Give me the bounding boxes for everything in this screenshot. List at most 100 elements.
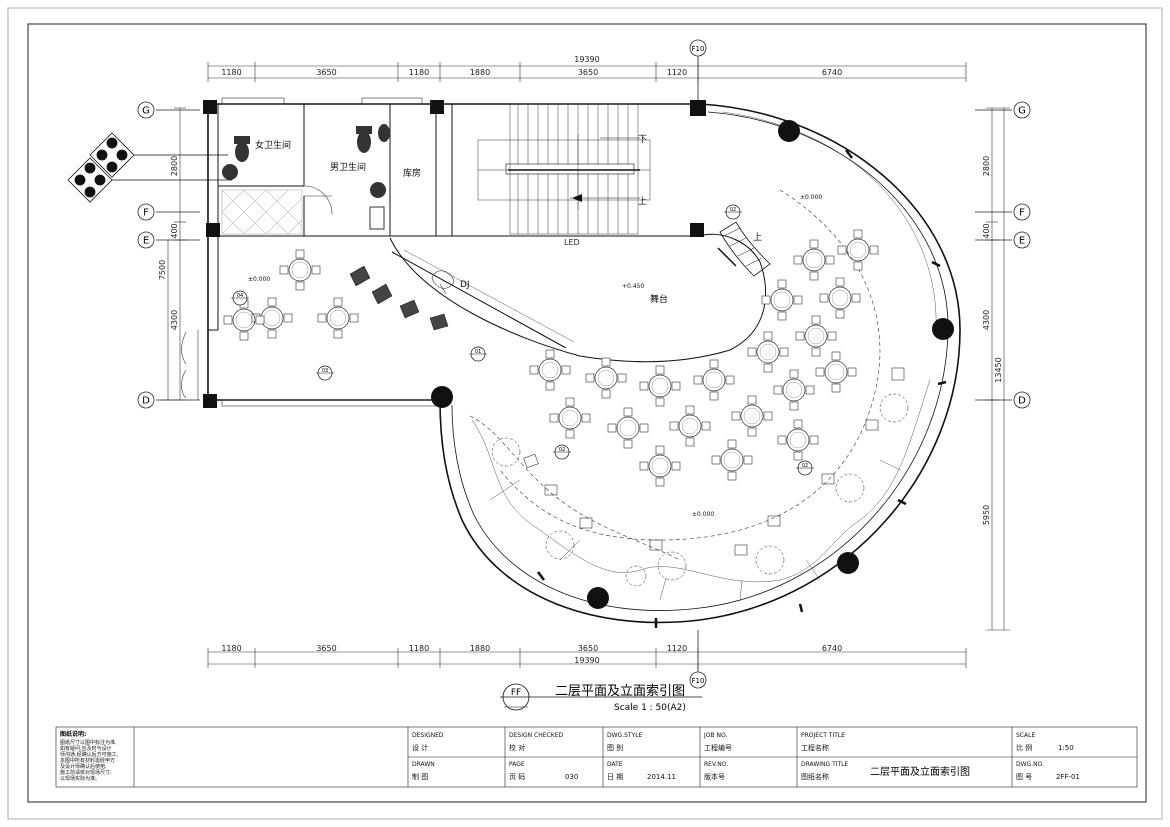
level-mark-1: ±0.000 xyxy=(248,276,270,283)
dj-label: DJ xyxy=(460,280,470,290)
drawn-value: 制 图 xyxy=(412,772,428,781)
job-no-value: 工程编号 xyxy=(704,743,732,752)
dim-segment-5: 3650 xyxy=(578,68,598,77)
drawing-title-block: FF 二层平面及立面索引图 Scale 1 : 50(A2) xyxy=(500,683,702,713)
level-mark-4: ±0.000 xyxy=(692,511,714,518)
note-line: 如有疑问,应及时与设计 xyxy=(60,745,112,752)
table-set xyxy=(529,349,571,391)
grid-bubble xyxy=(1013,203,1031,221)
table-set xyxy=(607,407,649,449)
table-set xyxy=(639,445,681,487)
table-set xyxy=(761,279,803,321)
grid-bubble xyxy=(689,39,707,57)
right-dim-13450: 13450 xyxy=(994,357,1003,382)
scale-label: 比 例 xyxy=(1016,743,1032,752)
right-dim-5950: 5950 xyxy=(982,505,991,525)
led-label: LED xyxy=(564,238,580,247)
left-dim-400: 400 xyxy=(170,223,179,238)
index-mark-number: 02 xyxy=(559,447,565,453)
date-value: 2014.11 xyxy=(647,773,676,781)
table-set xyxy=(317,297,359,339)
grid-bubble xyxy=(1013,391,1031,409)
dim-segment-1: 1180 xyxy=(221,644,241,653)
grid-bubble xyxy=(1013,231,1031,249)
dwg-no-label: 图 号 xyxy=(1016,773,1032,781)
table-set xyxy=(815,351,857,393)
date-caption: DATE xyxy=(607,761,623,768)
note-line: 以现场实际为准。 xyxy=(60,775,100,782)
grid-bubble xyxy=(1013,101,1031,119)
project-title-value: 工程名称 xyxy=(801,743,829,752)
stage-step-up-label: 上 xyxy=(753,232,762,243)
table-set xyxy=(711,439,753,481)
table-set xyxy=(639,365,681,407)
men-wc-label: 男卫生间 xyxy=(330,161,366,173)
left-dim-2800: 2800 xyxy=(170,156,179,176)
note-line: 师沟通,经确认后方可施工, xyxy=(60,751,119,758)
staircase xyxy=(477,103,651,235)
elevation-index-symbols xyxy=(67,132,232,203)
table-sets xyxy=(223,229,879,487)
grid-bubble xyxy=(137,391,155,409)
table-set xyxy=(777,419,819,461)
toilet-fixtures xyxy=(222,124,390,230)
date-label: 日 期 xyxy=(607,773,623,781)
grid-label: F xyxy=(1019,208,1025,219)
drawing-title-value: 二层平面及立面索引图 xyxy=(870,765,970,778)
right-dim-2800: 2800 xyxy=(982,156,991,176)
dj-booth xyxy=(431,270,455,289)
grid-label: E xyxy=(143,236,149,247)
note-line: 施工前请核对现场尺寸, xyxy=(60,769,112,776)
scale-value: 1:50 xyxy=(1058,744,1074,752)
grid-bubble xyxy=(137,203,155,221)
note-line: 图纸尺寸以图中标注为准, xyxy=(60,739,117,746)
table-set xyxy=(223,299,265,341)
bar-stools xyxy=(349,265,449,331)
table-set xyxy=(549,397,591,439)
checked-value: 校 对 xyxy=(509,743,525,752)
stair-up-label: 上 xyxy=(638,196,647,207)
dim-segment-3: 1180 xyxy=(409,68,429,77)
designed-value: 设 计 xyxy=(412,743,428,752)
stage-label: 舞台 xyxy=(650,293,668,305)
drawing-scale: Scale 1 : 50(A2) xyxy=(614,703,686,713)
stair-down-label: 下 xyxy=(638,135,647,145)
table-set xyxy=(693,359,735,401)
project-title-caption: PROJECT TITLE xyxy=(801,732,845,739)
table-set xyxy=(837,229,879,271)
right-dim-4300: 4300 xyxy=(982,310,991,330)
floor-plan xyxy=(181,97,961,628)
dim-segment-4: 1880 xyxy=(470,68,490,77)
note-line: 本图中所有材料需经甲方 xyxy=(60,757,115,764)
grid-bubble xyxy=(137,231,155,249)
storage-label: 库房 xyxy=(403,167,421,179)
entrance-door xyxy=(181,330,199,400)
dim-segment-7: 6740 xyxy=(822,644,842,653)
dim-segment-6: 1120 xyxy=(667,644,687,653)
columns xyxy=(203,100,954,609)
dwg-style-caption: DWG.STYLE xyxy=(607,732,643,739)
page-value: 030 xyxy=(565,773,578,781)
checked-caption: DESIGN CHECKED xyxy=(509,732,563,739)
rev-no-caption: REV.NO. xyxy=(704,761,728,768)
title-block-table xyxy=(55,726,1138,788)
drawn-caption: DRAWN xyxy=(412,761,435,768)
page-caption: PAGE xyxy=(509,761,525,768)
index-mark-number: 03 xyxy=(322,368,328,374)
index-mark-number: 01 xyxy=(475,349,481,355)
dim-segment-7: 6740 xyxy=(822,68,842,77)
note-line: 及设计师确认后使用, xyxy=(60,763,107,770)
table-set xyxy=(585,357,627,399)
dim-segment-2: 3650 xyxy=(316,644,336,653)
dwg-no-value: 2FF-01 xyxy=(1056,773,1080,781)
dim-segment-2: 3650 xyxy=(316,68,336,77)
index-mark-number: 02 xyxy=(802,463,808,469)
page-label: 页 码 xyxy=(509,773,525,781)
left-dim-7500: 7500 xyxy=(158,260,167,280)
grid-label: F10 xyxy=(692,677,705,685)
dim-segment-1: 1180 xyxy=(221,68,241,77)
title-tag: FF xyxy=(511,688,521,698)
women-wc-label: 女卫生间 xyxy=(255,139,291,151)
outer-border xyxy=(7,7,1163,820)
